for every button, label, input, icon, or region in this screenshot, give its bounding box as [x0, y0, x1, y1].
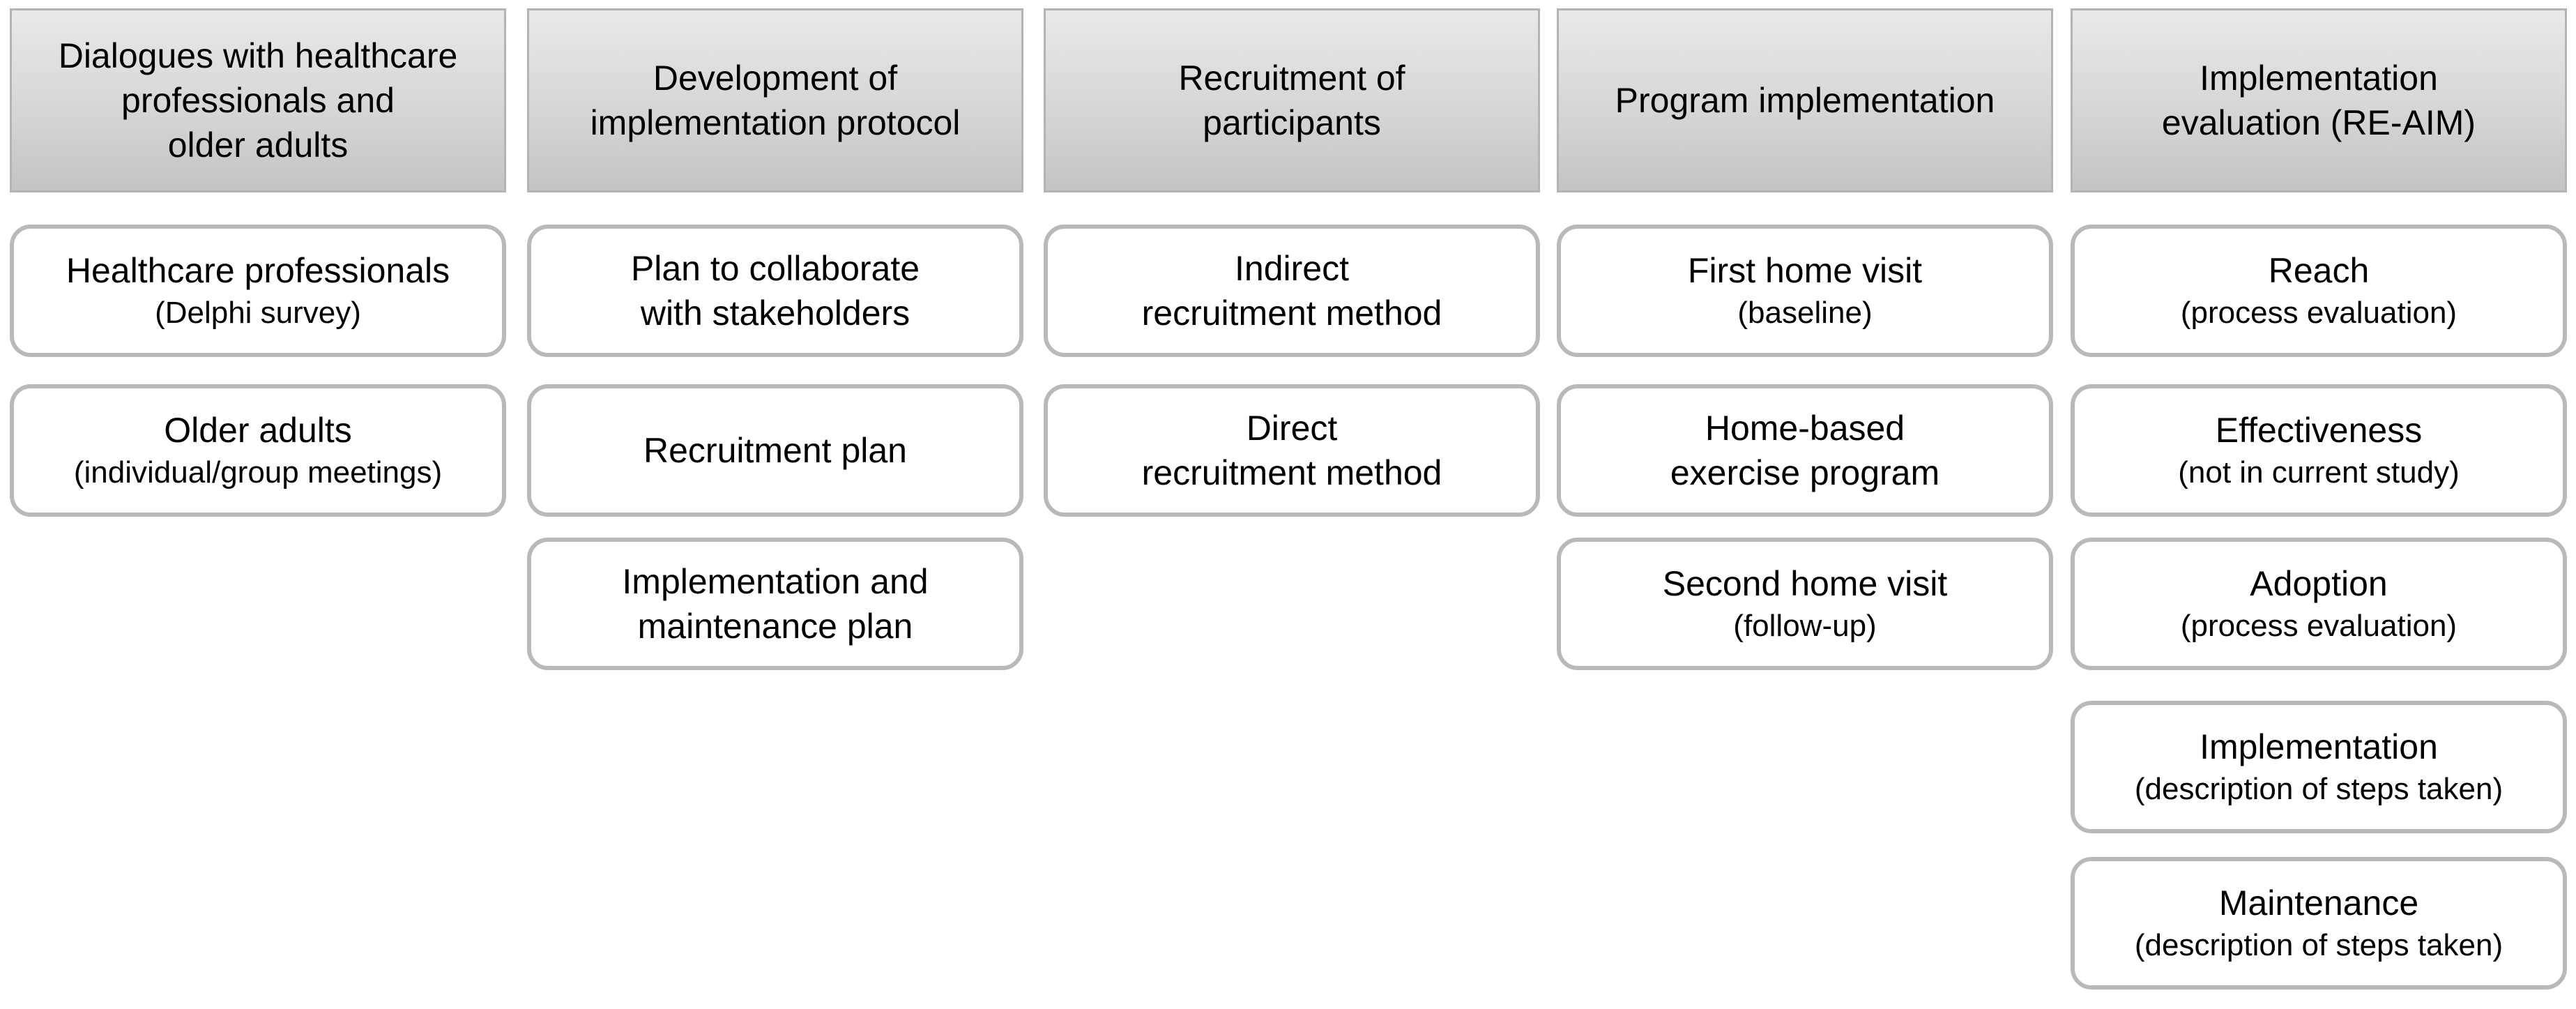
step-box: Healthcare professionals (Delphi survey)	[10, 225, 506, 357]
step-title: Older adults	[164, 411, 352, 450]
step-title: Implementation	[2200, 727, 2438, 766]
step-title: Indirect	[1235, 249, 1349, 288]
step-subtitle: (description of steps taken)	[2134, 928, 2503, 962]
phase-header: Recruitment of participants	[1044, 8, 1540, 192]
step-box: Older adults (individual/group meetings)	[10, 384, 506, 517]
step-title: Direct	[1246, 409, 1338, 448]
phase-header-line: Program implementation	[1615, 81, 1995, 120]
step-title: Maintenance	[2218, 883, 2419, 923]
phase-header-line: Development of	[653, 59, 898, 98]
step-box: Implementation and maintenance plan	[527, 538, 1023, 670]
step-box: Implementation (description of steps take…	[2071, 701, 2567, 833]
step-box: Home-based exercise program	[1557, 384, 2053, 517]
step-subtitle: (individual/group meetings)	[73, 455, 443, 490]
step-title: maintenance plan	[637, 607, 913, 646]
step-box: Maintenance (description of steps taken)	[2071, 857, 2567, 989]
step-title: Adoption	[2250, 564, 2388, 603]
step-box: Adoption (process evaluation)	[2071, 538, 2567, 670]
step-box: Second home visit (follow-up)	[1557, 538, 2053, 670]
step-title: Effectiveness	[2215, 411, 2423, 450]
step-subtitle: (description of steps taken)	[2134, 772, 2503, 806]
step-title: with stakeholders	[640, 294, 910, 333]
step-title: Recruitment plan	[643, 431, 907, 470]
phase-header: Implementation evaluation (RE-AIM)	[2071, 8, 2567, 192]
phase-header-line: implementation protocol	[590, 103, 961, 142]
step-title: Implementation and	[622, 562, 929, 601]
phase-header-line: Implementation	[2200, 59, 2438, 98]
step-title: recruitment method	[1141, 453, 1442, 492]
step-title: First home visit	[1687, 251, 1923, 290]
step-box: Reach (process evaluation)	[2071, 225, 2567, 357]
phase-header: Dialogues with healthcare professionals a…	[10, 8, 506, 192]
step-box: Plan to collaborate with stakeholders	[527, 225, 1023, 357]
phase-header-line: evaluation (RE-AIM)	[2161, 103, 2476, 142]
step-title: Plan to collaborate	[630, 249, 920, 288]
step-box: Direct recruitment method	[1044, 384, 1540, 517]
step-box: Effectiveness (not in current study)	[2071, 384, 2567, 517]
step-subtitle: (Delphi survey)	[155, 296, 361, 330]
step-subtitle: (not in current study)	[2178, 455, 2460, 490]
step-subtitle: (process evaluation)	[2180, 296, 2457, 330]
step-title: Reach	[2268, 251, 2370, 290]
phase-header: Development of implementation protocol	[527, 8, 1023, 192]
step-box: Recruitment plan	[527, 384, 1023, 517]
step-title: exercise program	[1670, 453, 1940, 492]
phase-header-line: Recruitment of	[1178, 59, 1405, 98]
step-title: recruitment method	[1141, 294, 1442, 333]
step-title: Healthcare professionals	[66, 251, 450, 290]
phase-header-line: professionals and	[121, 81, 395, 120]
step-box: First home visit (baseline)	[1557, 225, 2053, 357]
phase-header-line: participants	[1203, 103, 1381, 142]
phase-column-1: Dialogues with healthcare professionals a…	[10, 8, 506, 517]
phase-header: Program implementation	[1557, 8, 2053, 192]
phase-header-line: Dialogues with healthcare	[58, 36, 458, 75]
step-title: Second home visit	[1662, 564, 1948, 603]
phase-header-line: older adults	[167, 126, 349, 165]
phase-column-5: Implementation evaluation (RE-AIM) Reach (p…	[2071, 8, 2567, 989]
step-title: Home-based	[1705, 409, 1905, 448]
step-subtitle: (baseline)	[1737, 296, 1873, 330]
step-subtitle: (follow-up)	[1733, 609, 1877, 643]
step-subtitle: (process evaluation)	[2180, 609, 2457, 643]
step-box: Indirect recruitment method	[1044, 225, 1540, 357]
